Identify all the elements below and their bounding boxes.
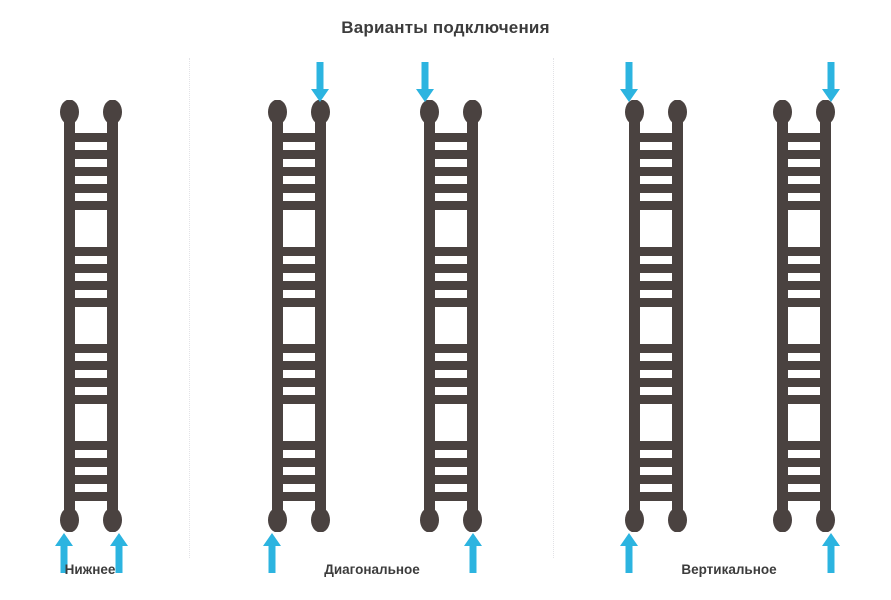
section-divider-2 — [553, 58, 554, 558]
arrow-up-bottom-left — [55, 533, 73, 573]
arrow-up-diagonal-1-bottom — [263, 533, 281, 573]
radiator-diagonal-1 — [260, 100, 338, 532]
panel-label-bottom: Нижнее — [64, 562, 116, 577]
section-divider-1 — [189, 58, 190, 558]
arrow-down-diagonal-1-top — [311, 62, 329, 102]
arrow-up-diagonal-2-bottom — [464, 533, 482, 573]
panel-label-vertical: Вертикальное — [681, 562, 777, 577]
arrow-up-vertical-2-bottom — [822, 533, 840, 573]
arrow-down-vertical-1-top — [620, 62, 638, 102]
page-title: Варианты подключения — [341, 18, 550, 37]
radiator-diagonal-2 — [412, 100, 490, 532]
arrow-down-vertical-2-top — [822, 62, 840, 102]
arrow-up-bottom-right — [110, 533, 128, 573]
radiator-bottom-1 — [52, 100, 130, 532]
radiator-vertical-1 — [617, 100, 695, 532]
arrow-up-vertical-1-bottom — [620, 533, 638, 573]
panel-label-diagonal: Диагональное — [324, 562, 420, 577]
radiator-vertical-2 — [765, 100, 843, 532]
arrow-down-diagonal-2-top — [416, 62, 434, 102]
